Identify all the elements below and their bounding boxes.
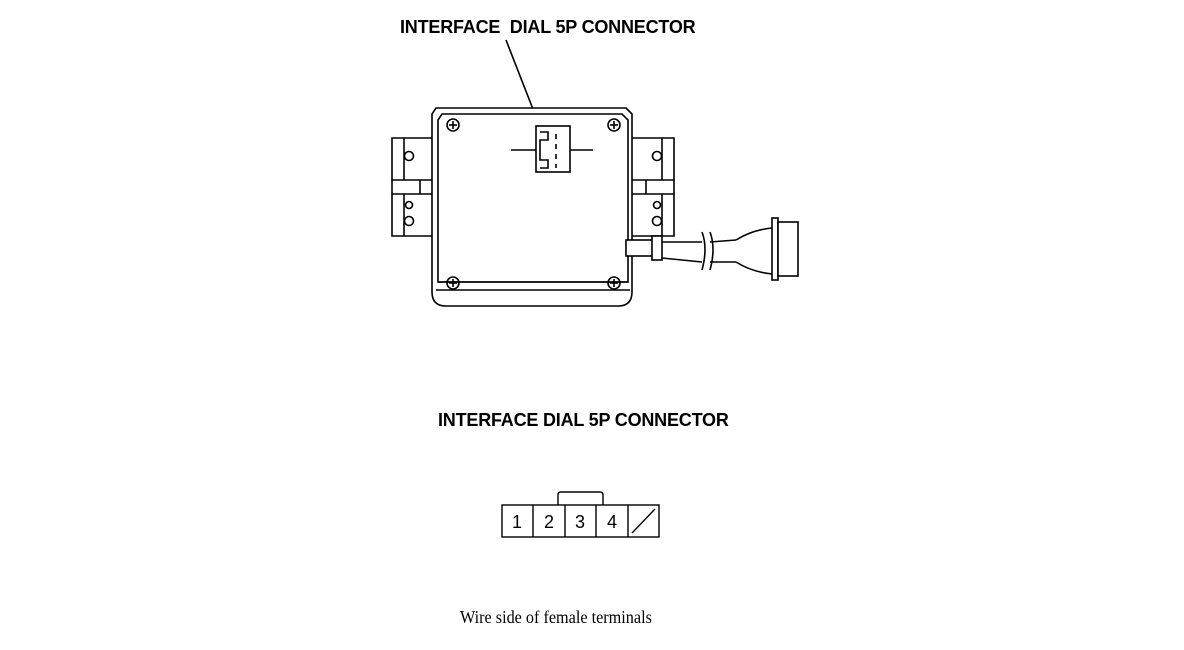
unit-housing bbox=[431, 107, 633, 307]
pin-numbers: 1 2 3 4 bbox=[512, 512, 617, 532]
connector-title: INTERFACE DIAL 5P CONNECTOR bbox=[438, 410, 729, 430]
connector-face-diagram bbox=[501, 491, 660, 538]
pin-1-label: 1 bbox=[512, 512, 522, 532]
right-mounting-bracket bbox=[630, 137, 675, 237]
harness-cable bbox=[625, 217, 799, 281]
pin-3-label: 3 bbox=[575, 512, 585, 532]
connector-lock-tab bbox=[557, 491, 604, 505]
unused-cavity-mark bbox=[631, 508, 656, 534]
pin-4-label: 4 bbox=[607, 512, 617, 532]
wire-side-caption: Wire side of female terminals bbox=[460, 607, 652, 627]
dial-5p-connector-on-unit bbox=[511, 125, 593, 173]
corner-screws bbox=[446, 118, 621, 290]
pin-2-label: 2 bbox=[544, 512, 554, 532]
left-mounting-bracket bbox=[391, 137, 436, 237]
unit-connector-callout: INTERFACE DIAL 5P CONNECTOR bbox=[400, 17, 696, 37]
